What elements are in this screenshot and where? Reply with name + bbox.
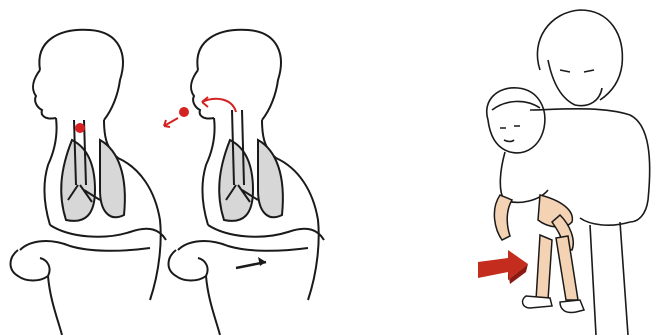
- thrust-arrowhead-icon: [258, 257, 266, 266]
- adult-hair-outline: [537, 10, 622, 100]
- airway-diagram-svg: [0, 0, 340, 335]
- head-outline-2: [197, 30, 281, 120]
- arm-lower-1: [20, 241, 150, 251]
- figure-after: [169, 30, 325, 335]
- child-face: [500, 126, 520, 142]
- arm-lower-2: [178, 241, 308, 251]
- lung-right-1: [100, 140, 125, 217]
- child-head: [487, 88, 545, 153]
- lung-right-2: [258, 140, 283, 217]
- adult-face: [548, 60, 602, 106]
- foreign-object-expelled-icon: [179, 107, 189, 117]
- chest-outline-2: [202, 118, 214, 225]
- head-outline-1: [39, 30, 123, 120]
- child-heimlich-panel: [470, 0, 660, 335]
- foreign-object-in-airway-icon: [75, 123, 85, 133]
- arm-upper-1: [50, 225, 166, 240]
- face-profile-2: [191, 70, 214, 119]
- lung-left-1: [61, 140, 95, 221]
- child-arm-left: [494, 195, 512, 240]
- lung-left-2: [219, 140, 253, 221]
- arm-upper-2: [208, 225, 324, 240]
- figure-before: [11, 30, 167, 335]
- airflow-arrowhead-icon: [202, 97, 208, 107]
- heimlich-diagram-panel: [0, 0, 340, 335]
- fist-1: [11, 250, 50, 281]
- torso-front-1: [48, 276, 62, 335]
- chest-outline-1: [44, 118, 56, 225]
- torso-front-2: [206, 276, 220, 335]
- face-profile-1: [33, 70, 56, 119]
- adult-arm: [580, 218, 630, 225]
- child-heimlich-svg: [470, 0, 660, 335]
- adult-eyes: [560, 70, 594, 72]
- adult-legs: [590, 222, 628, 335]
- fist-2: [169, 250, 208, 281]
- child-hair: [492, 101, 540, 110]
